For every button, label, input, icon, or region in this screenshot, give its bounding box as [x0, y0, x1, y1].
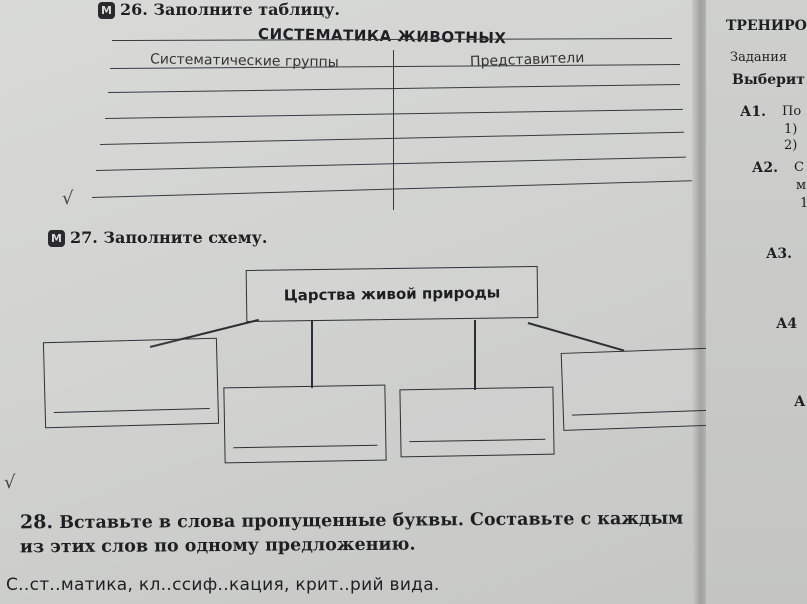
question-a2-line: м: [796, 178, 807, 193]
question-a2-text: С: [794, 160, 804, 175]
right-page-tasks-label: Задания: [730, 50, 788, 65]
right-page-header: ТРЕНИРО: [726, 18, 807, 34]
task-28-line-1: 28. Вставьте в слова пропущенные буквы. …: [20, 506, 684, 537]
pencil-check-mark: √: [4, 472, 16, 493]
kingdom-box-2[interactable]: [223, 384, 387, 464]
task-28-instruction-1: Вставьте в слова пропущенные буквы. Сост…: [59, 508, 684, 534]
task-27-heading: М 27. Заполните схему.: [48, 228, 267, 247]
question-a1-number: А1.: [740, 104, 767, 120]
task-28-instruction-2: из этих слов по одному предложению.: [19, 534, 416, 558]
task-28-words: С..ст..матика, кл..ссиф..кация, крит..ри…: [6, 575, 440, 595]
right-page-choose-label: Выберит: [732, 72, 805, 88]
task-26-heading: М 26. Заполните таблицу.: [98, 0, 340, 19]
task-28-number: 28.: [19, 511, 54, 534]
task-26-number: 26.: [120, 0, 148, 19]
task-27-number: 27.: [70, 228, 98, 247]
book-gutter: [692, 0, 710, 604]
question-a5-number: А: [794, 394, 806, 410]
question-a1-text: По: [782, 104, 802, 119]
question-a1-option-1: 1): [784, 122, 798, 137]
method-badge-icon: М: [48, 230, 65, 247]
method-badge-icon: М: [98, 2, 115, 19]
task-26-text: Заполните таблицу.: [153, 0, 340, 19]
scheme-root-box: Царства живой природы: [245, 265, 539, 323]
question-a2-option: 1: [800, 196, 807, 211]
task-27-text: Заполните схему.: [103, 228, 268, 247]
right-page: ТРЕНИРО Задания Выберит А1. По 1) 2) А2.…: [706, 0, 807, 604]
kingdom-box-1[interactable]: [42, 337, 220, 429]
kingdom-box-3[interactable]: [399, 386, 555, 458]
question-a2-number: А2.: [752, 160, 779, 176]
question-a3-number: А3.: [766, 246, 793, 262]
scheme-root-label: Царства живой природы: [283, 283, 501, 305]
question-a1-option-2: 2): [784, 138, 798, 153]
left-page: [0, 0, 700, 604]
question-a4-number: А4: [776, 316, 798, 332]
pencil-check-mark: √: [62, 188, 74, 209]
